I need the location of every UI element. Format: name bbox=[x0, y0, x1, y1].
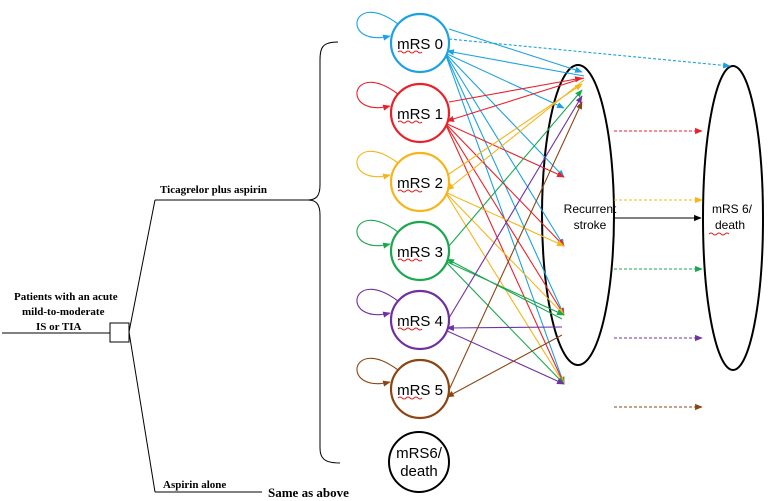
recurrent-stroke-node: Recurrent stroke bbox=[541, 64, 617, 366]
recurrent-stroke-line-2: stroke bbox=[574, 218, 607, 232]
mrs6-death-node: mRS 6/ death bbox=[702, 65, 764, 371]
spellcheck-underline-icon bbox=[397, 258, 423, 262]
mrs6-death-circle-node: mRS6/ death bbox=[388, 431, 450, 493]
stroke-to-state-arrow bbox=[446, 334, 563, 398]
state-node: mRS 1 bbox=[389, 82, 451, 144]
mrs6-death-line-1: mRS 6/ bbox=[712, 202, 753, 216]
upper-branch-line bbox=[128, 199, 156, 333]
self-loop-arrow bbox=[356, 150, 399, 180]
state-to-stroke-arrow bbox=[448, 89, 583, 247]
transition-arrows bbox=[356, 11, 731, 411]
spellcheck-underline-icon bbox=[397, 396, 423, 400]
mrs6-death-circle-line-1: mRS6/ bbox=[396, 445, 443, 462]
state-circle bbox=[389, 220, 451, 282]
state-node: mRS 0 bbox=[389, 12, 451, 74]
spellcheck-underline-icon bbox=[397, 50, 423, 54]
patients-line-3: IS or TIA bbox=[36, 321, 82, 333]
state-node: mRS 5 bbox=[389, 358, 451, 420]
same-as-above-label: Same as above bbox=[268, 485, 349, 500]
recurrent-stroke-ellipse bbox=[541, 64, 615, 366]
state-label: mRS 5 bbox=[397, 382, 443, 399]
mrs6-death-circle-line-2: death bbox=[400, 463, 438, 480]
spellcheck-underline-icon bbox=[397, 189, 423, 193]
stroke-to-state-arrow bbox=[446, 324, 563, 332]
self-loop-arrow bbox=[356, 81, 399, 111]
state-cross-arrow bbox=[444, 191, 565, 247]
decision-node bbox=[109, 322, 130, 343]
spellcheck-underline-icon bbox=[397, 120, 423, 124]
state-to-stroke-arrow bbox=[448, 28, 583, 73]
mrs6-death-circle bbox=[388, 431, 450, 493]
mrs6-death-ellipse bbox=[702, 65, 764, 371]
spellcheck-underline-icon bbox=[708, 232, 730, 236]
state-cross-arrow bbox=[444, 191, 565, 316]
state-circle bbox=[389, 12, 451, 74]
state-label: mRS 0 bbox=[397, 36, 443, 53]
stroke-to-state-arrow bbox=[446, 49, 585, 77]
patients-line-1: Patients with an acute bbox=[14, 291, 118, 303]
state-cross-arrow bbox=[444, 122, 565, 247]
state-label: mRS 1 bbox=[397, 106, 443, 123]
state-circle bbox=[389, 358, 451, 420]
lower-branch-line bbox=[128, 331, 156, 493]
self-loop-arrow bbox=[356, 219, 399, 249]
decision-tree bbox=[2, 41, 341, 493]
state-circle bbox=[389, 82, 451, 144]
state-cross-arrow bbox=[444, 329, 565, 385]
state-circle bbox=[389, 289, 451, 351]
stroke-to-state-arrow bbox=[446, 77, 585, 122]
state-to-death-dashed-arrow bbox=[448, 38, 731, 69]
state-node: mRS 3 bbox=[389, 220, 451, 282]
spellcheck-underline-icon bbox=[397, 327, 423, 331]
state-cross-arrow bbox=[444, 122, 565, 178]
self-loop-arrow bbox=[356, 11, 399, 41]
state-node: mRS 2 bbox=[389, 151, 451, 213]
state-to-stroke-arrow bbox=[448, 101, 583, 391]
state-to-stroke-arrow bbox=[448, 95, 583, 319]
health-states: mRS 0 mRS 1 mRS 2 mRS 3 mRS 4 mRS 5 bbox=[389, 12, 451, 420]
state-cross-arrow bbox=[444, 260, 565, 316]
stroke-to-state-arrow bbox=[446, 258, 563, 320]
state-label: mRS 3 bbox=[397, 244, 443, 261]
stroke-to-state-arrow bbox=[446, 79, 585, 191]
recurrent-stroke-line-1: Recurrent bbox=[564, 202, 617, 216]
state-label: mRS 4 bbox=[397, 313, 443, 330]
state-cross-arrow bbox=[444, 52, 565, 109]
tree-labels: Patients with an acute mild-to-moderate … bbox=[14, 184, 349, 500]
curly-brace bbox=[307, 41, 341, 464]
mrs6-death-line-2: death bbox=[715, 218, 745, 232]
self-loop-arrow bbox=[356, 357, 399, 387]
state-to-stroke-arrow bbox=[448, 76, 583, 103]
aspirin-label: Aspirin alone bbox=[163, 479, 226, 491]
state-cross-arrow bbox=[444, 260, 565, 385]
state-cross-arrow bbox=[444, 52, 565, 178]
state-circle bbox=[389, 151, 451, 213]
self-loop-arrow bbox=[356, 288, 399, 318]
state-label: mRS 2 bbox=[397, 175, 443, 192]
state-node: mRS 4 bbox=[389, 289, 451, 351]
ticagrelor-label: Ticagrelor plus aspirin bbox=[160, 184, 267, 196]
patients-line-2: mild-to-moderate bbox=[22, 306, 105, 318]
